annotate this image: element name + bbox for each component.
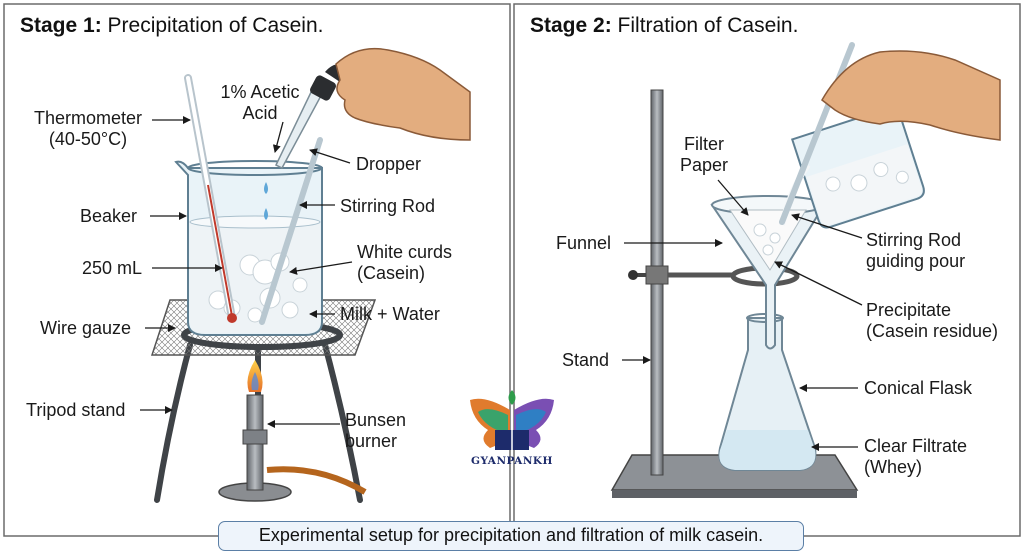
label-wire-gauze: Wire gauze (40, 318, 132, 338)
stage2-title-rest: Filtration of Casein. (611, 14, 799, 37)
bunsen-burner (218, 360, 367, 502)
label-tripod-stand: Tripod stand (26, 400, 126, 420)
diagram-caption: Experimental setup for precipitation and… (218, 521, 804, 551)
pouring-beaker (790, 104, 925, 229)
stage1-title: Stage 1: Precipitation of Casein. (20, 14, 324, 38)
stage1-title-bold: Stage 1: (20, 14, 102, 37)
funnel (710, 195, 826, 350)
hand-stage2 (821, 50, 1001, 141)
stage1-leaders (140, 116, 353, 428)
gyanpankh-logo-icon (470, 390, 554, 450)
label-beaker: Beaker (80, 206, 138, 226)
logo-text: GYANPANKH (471, 455, 553, 467)
label-volume: 250 mL (82, 258, 143, 278)
stirring-rod-1 (259, 137, 323, 325)
hand-stage1 (335, 47, 471, 141)
label-precipitate: Precipitate (Casein residue) (866, 300, 999, 341)
label-milk-water: Milk + Water (340, 304, 440, 324)
label-stand: Stand (562, 350, 610, 370)
label-funnel: Funnel (556, 233, 612, 253)
label-acetic-acid: 1% Acetic Acid (220, 82, 300, 123)
label-bunsen-burner: Bunsen burner (345, 410, 407, 451)
stage2-title-bold: Stage 2: (530, 14, 612, 37)
stage2-leaders (622, 179, 863, 451)
stage2-title: Stage 2: Filtration of Casein. (530, 14, 798, 38)
label-dropper: Dropper (356, 154, 422, 174)
label-stirring-rod: Stirring Rod (340, 196, 436, 216)
label-filter-paper: Filter Paper (679, 134, 729, 175)
label-stirring-rod-pour: Stirring Rod guiding pour (866, 230, 966, 271)
label-conical-flask: Conical Flask (864, 378, 973, 398)
thermometer (184, 74, 237, 323)
label-thermometer: Thermometer (40-50°C) (33, 108, 143, 149)
label-white-curds: White curds (Casein) (357, 242, 453, 283)
conical-flask (718, 313, 817, 471)
stage1-title-rest: Precipitation of Casein. (101, 14, 324, 37)
label-clear-filtrate: Clear Filtrate (Whey) (864, 436, 968, 477)
beaker (174, 160, 323, 336)
